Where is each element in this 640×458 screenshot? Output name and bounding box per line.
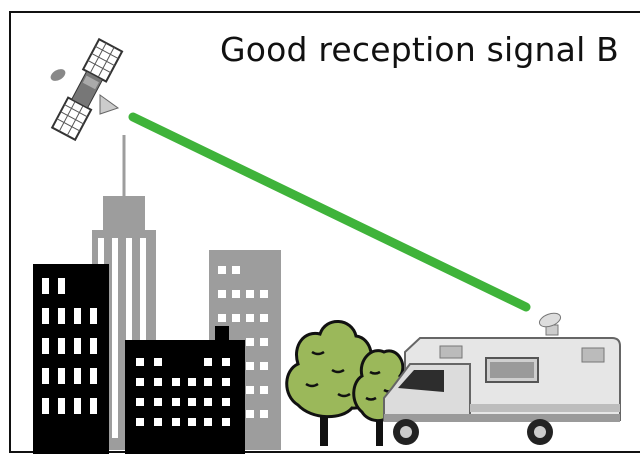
- roof-dish-icon: [538, 312, 562, 336]
- frame-border: [9, 11, 640, 453]
- black-building-middle: [125, 326, 245, 454]
- black-building-left: [33, 264, 109, 454]
- tree-large: [285, 320, 374, 446]
- signal-beam: [128, 112, 531, 312]
- camper-van-icon: [383, 312, 621, 445]
- diagram-title: Good reception signal B: [220, 30, 619, 69]
- satellite-icon: [50, 37, 124, 142]
